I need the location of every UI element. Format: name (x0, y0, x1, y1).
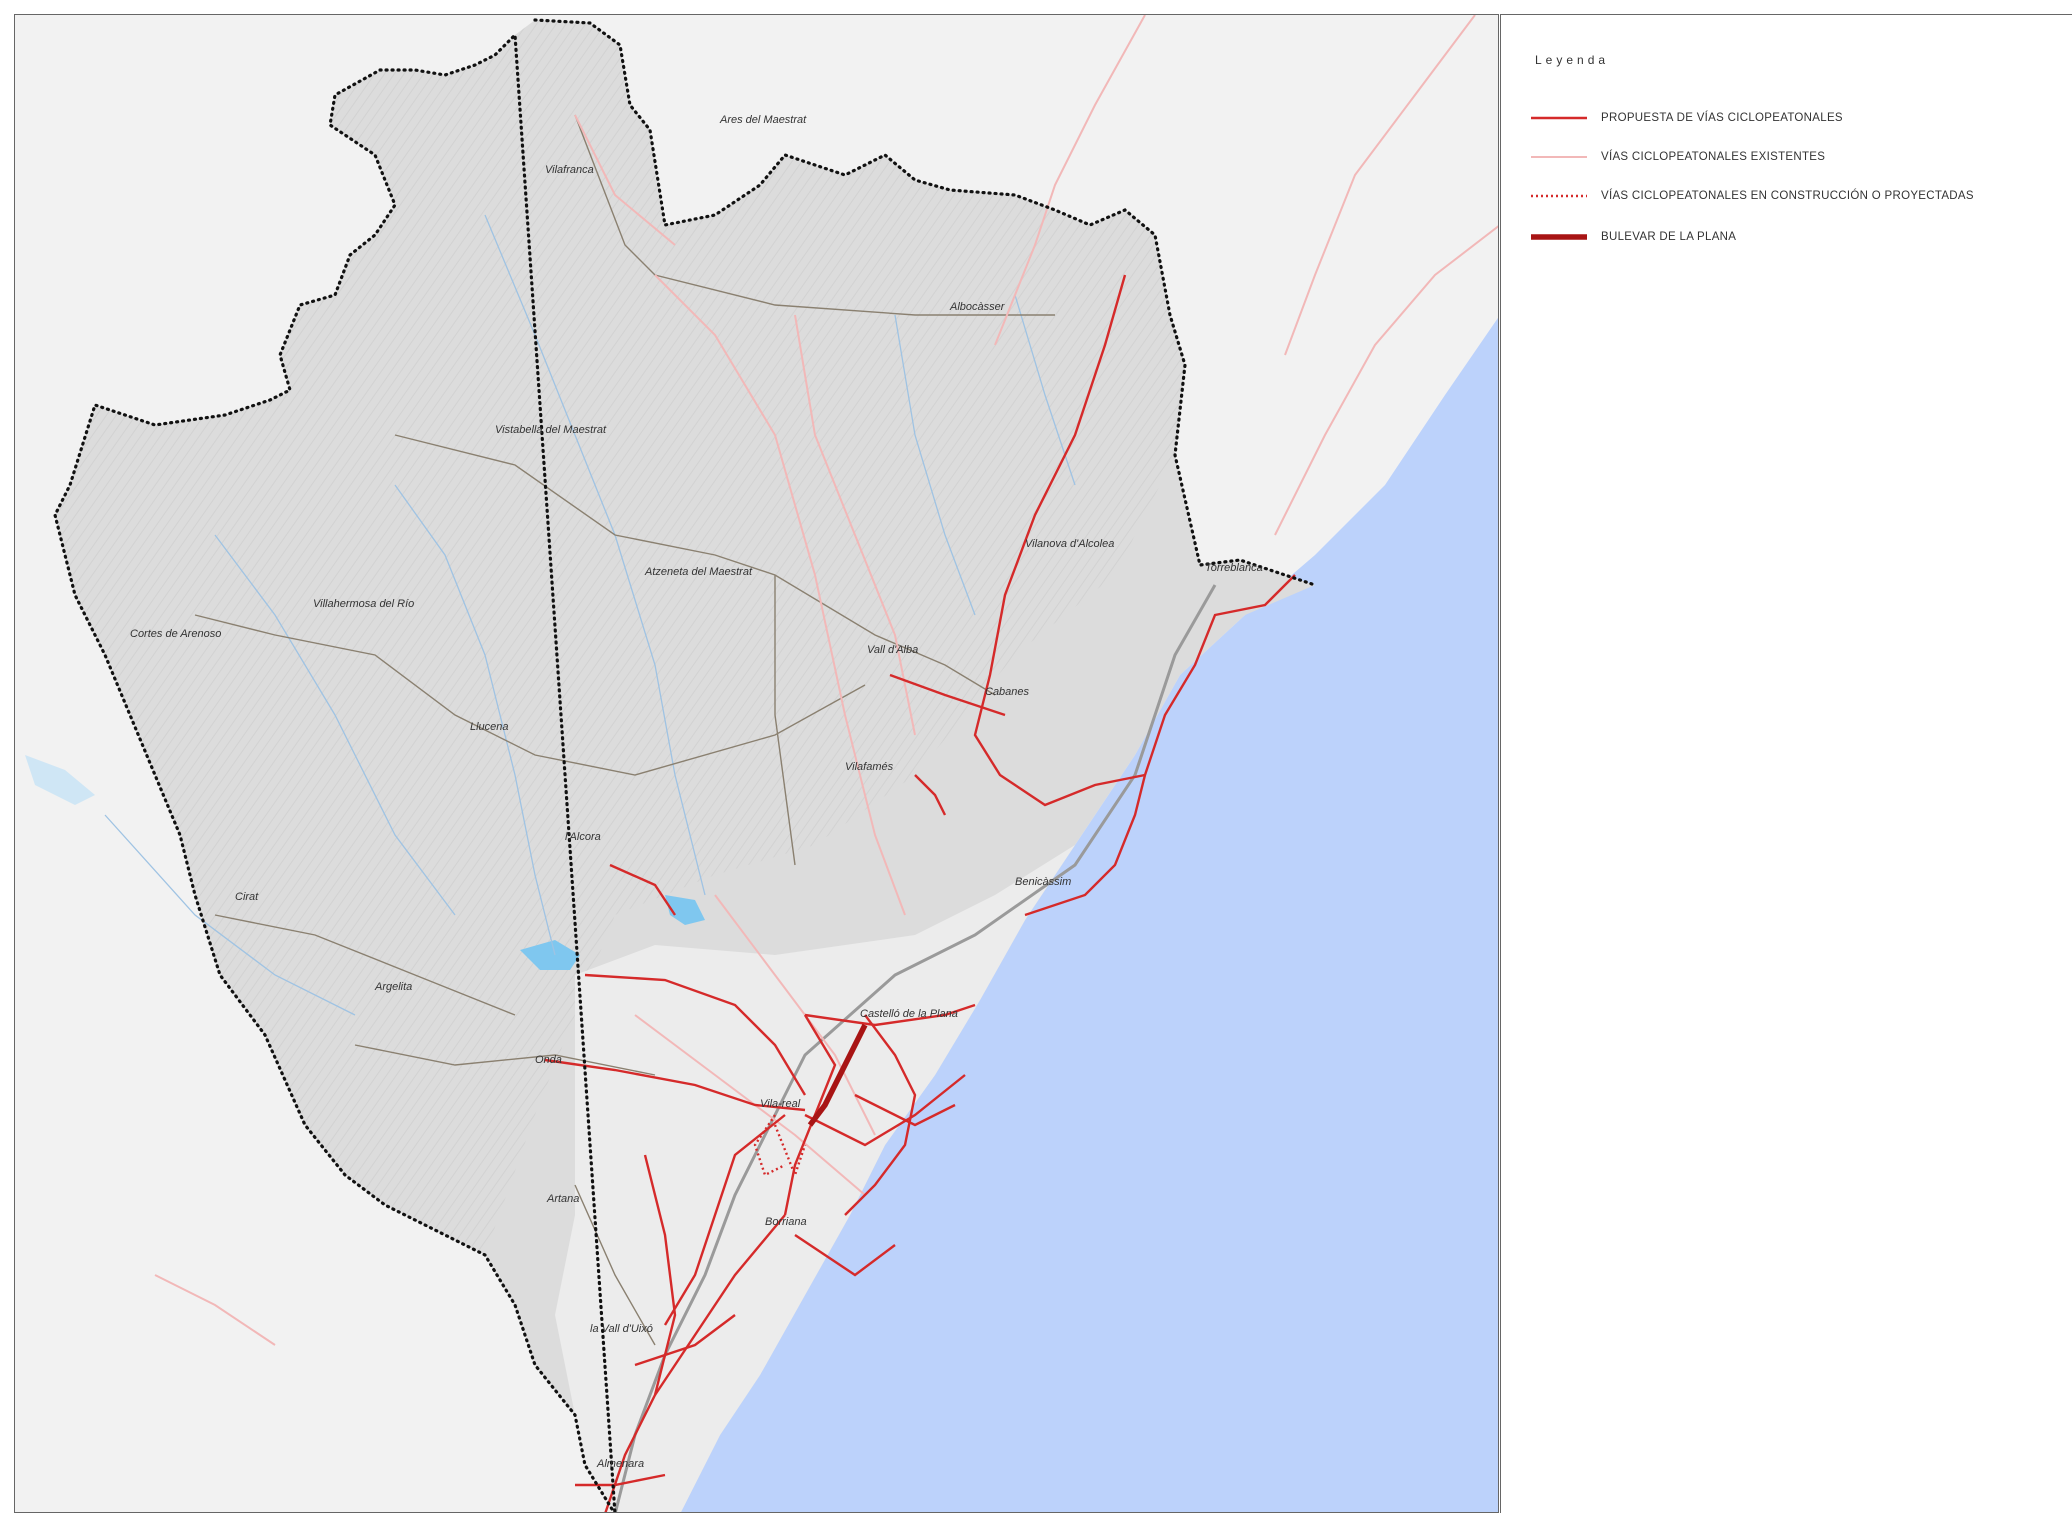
town-label[interactable]: Artana (546, 1193, 579, 1205)
legend-label: VÍAS CICLOPEATONALES EXISTENTES (1601, 151, 1826, 163)
construction-path (753, 1114, 786, 1177)
town-label[interactable]: Vilafamés (845, 761, 894, 773)
proposed-path (654, 1214, 786, 1396)
town-label[interactable]: Borriana (765, 1216, 807, 1228)
proposed-path (544, 1058, 806, 1112)
legend-swatch-proposed (1531, 108, 1587, 128)
bulevar-de-la-plana (807, 1023, 868, 1127)
proposed-path (804, 1074, 966, 1147)
proposed-path (663, 1114, 786, 1326)
town-label[interactable]: Vila-real (760, 1098, 801, 1110)
town-label[interactable]: Albocàsser (949, 301, 1006, 313)
legend-swatch-existing (1531, 147, 1587, 167)
town-label[interactable]: la Vall d'Uixó (590, 1323, 653, 1335)
existing-path (994, 15, 1146, 346)
construction-cycle-paths (753, 1114, 807, 1179)
reservoir-west (25, 755, 95, 805)
town-label[interactable]: l'Alcora (565, 831, 601, 843)
map-panel[interactable]: Ares del Maestrat Vilafranca Albocàsser … (14, 14, 1499, 1513)
proposed-path (1024, 574, 1296, 917)
proposed-path (914, 774, 947, 816)
existing-path (154, 1274, 276, 1346)
existing-path (794, 314, 916, 736)
town-label[interactable]: Ares del Maestrat (719, 114, 807, 126)
legend-swatch-construction (1531, 186, 1587, 206)
legend-item-bulevar: BULEVAR DE LA PLANA (1531, 227, 1736, 247)
legend-label: BULEVAR DE LA PLANA (1601, 231, 1737, 243)
proposed-cycle-paths (544, 274, 1296, 1512)
town-label[interactable]: Almenara (596, 1458, 644, 1470)
map-canvas[interactable]: Ares del Maestrat Vilafranca Albocàsser … (15, 15, 1499, 1513)
town-label[interactable]: Cabanes (985, 686, 1030, 698)
proposed-path (794, 1234, 896, 1277)
town-label[interactable]: Castelló de la Plana (860, 1008, 958, 1020)
town-label[interactable]: Cortes de Arenoso (130, 628, 221, 640)
legend-label: VÍAS CICLOPEATONALES EN CONSTRUCCIÓN O P… (1601, 190, 1974, 202)
roads (194, 114, 1055, 1346)
legend-panel: Leyenda PROPUESTA DE VÍAS CICLOPEATONALE… (1500, 14, 2072, 1513)
town-label[interactable]: Torreblanca (1205, 562, 1263, 574)
legend-item-existing: VÍAS CICLOPEATONALES EXISTENTES (1531, 147, 1825, 167)
proposed-path (634, 1314, 736, 1367)
reservoir-maria-cristina (665, 895, 705, 925)
town-label[interactable]: Argelita (374, 981, 412, 993)
sea (681, 317, 1498, 1512)
proposed-path (584, 973, 807, 1096)
proposed-path (854, 1093, 956, 1127)
proposed-path (575, 1473, 666, 1487)
study-area-boundary (53, 18, 1317, 1512)
town-label[interactable]: Onda (535, 1054, 562, 1066)
proposed-path (609, 863, 676, 916)
existing-path (1274, 225, 1498, 536)
legend-swatch-bulevar (1531, 227, 1587, 247)
town-label[interactable]: Llucena (470, 721, 509, 733)
proposed-path (844, 1014, 917, 1216)
proposed-path (804, 1003, 976, 1027)
legend-item-construction: VÍAS CICLOPEATONALES EN CONSTRUCCIÓN O P… (1531, 186, 1974, 206)
proposed-path (889, 673, 1006, 717)
bulevar-segment (807, 1023, 868, 1127)
existing-path (1284, 15, 1476, 356)
town-label[interactable]: Atzeneta del Maestrat (644, 566, 753, 578)
proposed-path (973, 274, 1146, 807)
reservoir-alcora (520, 940, 580, 970)
coastal-plain (555, 845, 1075, 1512)
legend-item-proposed: PROPUESTA DE VÍAS CICLOPEATONALES (1531, 108, 1843, 128)
town-label[interactable]: Villahermosa del Río (313, 598, 414, 610)
relief-shading (55, 20, 1185, 1255)
town-label[interactable]: Vilanova d'Alcolea (1025, 538, 1114, 550)
town-label[interactable]: Vall d'Alba (867, 644, 918, 656)
town-label[interactable]: Cirat (235, 891, 259, 903)
legend-label: PROPUESTA DE VÍAS CICLOPEATONALES (1601, 112, 1843, 124)
town-label[interactable]: Vistabella del Maestrat (495, 424, 607, 436)
legend-title: Leyenda (1535, 53, 1610, 67)
town-labels: Ares del Maestrat Vilafranca Albocàsser … (130, 114, 1263, 1470)
town-label[interactable]: Vilafranca (545, 164, 594, 176)
town-label[interactable]: Benicàssim (1015, 876, 1071, 888)
existing-path (654, 274, 906, 916)
existing-path (574, 114, 676, 246)
